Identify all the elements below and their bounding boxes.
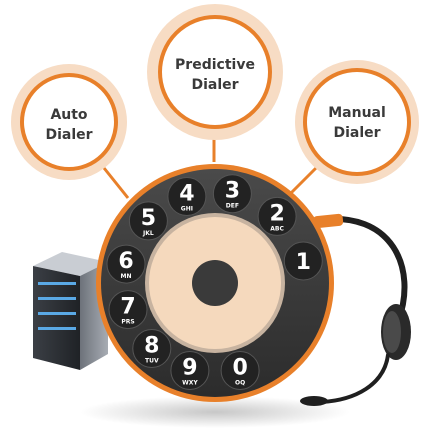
dial-key-digit: 5 xyxy=(141,206,156,231)
dial-hub xyxy=(192,260,238,306)
dial-key-hole xyxy=(106,244,146,284)
dial-key-hole xyxy=(212,174,252,214)
dial-key-digit: 1 xyxy=(296,250,311,275)
bubble-manual-ring xyxy=(303,68,411,176)
headset-mic-boom xyxy=(320,353,390,404)
dial-key-digit: 2 xyxy=(269,201,284,226)
headset-band-cap xyxy=(312,213,344,229)
dial-key-digit: 8 xyxy=(144,334,159,359)
headset-earcup-inner xyxy=(383,311,401,353)
dial-key-letters: MN xyxy=(121,273,132,280)
connector-auto xyxy=(98,162,130,199)
dial-key-hole xyxy=(108,290,148,330)
dial-key-hole xyxy=(257,196,297,236)
bubble-manual-line2: Dialer xyxy=(333,125,380,141)
dial-key-letters: DEF xyxy=(226,203,239,210)
dial-key-letters: GHI xyxy=(181,206,193,213)
dial-key-letters: ABC xyxy=(270,225,284,232)
dial-key-digit: 4 xyxy=(179,182,194,207)
bubble-manual-dialer: Manual Dialer xyxy=(295,60,419,184)
dial-key-letters: JKL xyxy=(142,230,154,237)
bubble-predictive-line1: Predictive xyxy=(175,57,255,73)
server-light-4 xyxy=(38,327,76,330)
server-top xyxy=(33,252,108,276)
server-light-2 xyxy=(38,297,76,300)
headset-icon xyxy=(300,213,411,406)
dial-key-digit: 3 xyxy=(225,179,240,204)
bubble-auto-line2: Dialer xyxy=(45,127,92,143)
dial-key-6: 6MN xyxy=(106,244,146,284)
headset-mic xyxy=(300,396,328,406)
bubble-predictive-dialer: Predictive Dialer xyxy=(147,4,283,140)
bubble-manual-line1: Manual xyxy=(328,105,386,121)
dial-key-hole xyxy=(220,351,260,390)
dial-key-digit: 7 xyxy=(120,295,135,320)
dial-key-digit: 9 xyxy=(182,356,197,381)
dial-key-hole xyxy=(132,329,172,368)
dial-key-hole xyxy=(283,241,323,281)
dial-key-letters: TUV xyxy=(145,358,159,365)
connector-manual xyxy=(288,164,320,196)
dial-key-0: 0OQ xyxy=(220,351,260,390)
server-light-1 xyxy=(38,282,76,285)
dial-key-hole xyxy=(128,201,168,241)
server-front xyxy=(33,266,80,370)
bubble-auto-ring xyxy=(20,73,118,171)
bubble-auto-dialer: Auto Dialer xyxy=(11,64,127,180)
bubble-predictive-line2: Dialer xyxy=(191,77,238,93)
dial-key-letters: WXY xyxy=(182,380,198,387)
dial-key-letters: PRS xyxy=(121,319,134,326)
dial-key-1: 1 xyxy=(283,241,323,281)
server-light-3 xyxy=(38,312,76,315)
dial-key-hole xyxy=(170,351,210,390)
bubble-predictive-ring xyxy=(158,15,272,129)
dial-key-hole xyxy=(167,177,207,216)
bubble-auto-line1: Auto xyxy=(50,107,87,123)
dial-key-digit: 6 xyxy=(118,249,133,274)
dial-key-letters: OQ xyxy=(235,380,245,387)
floor-shadow xyxy=(80,396,350,428)
dial-key-digit: 0 xyxy=(232,356,247,381)
